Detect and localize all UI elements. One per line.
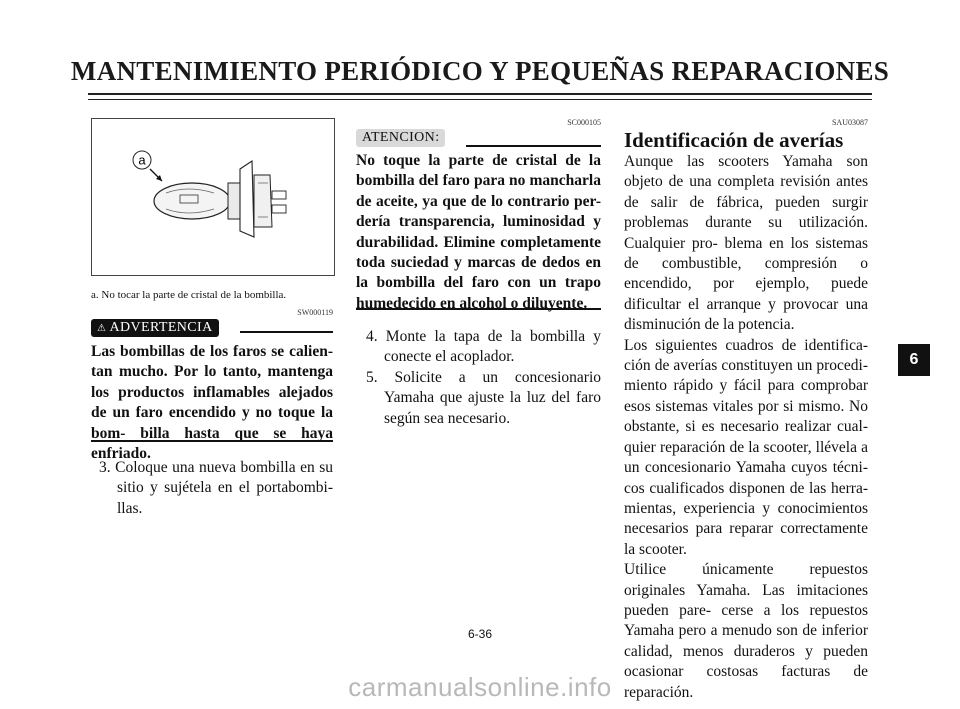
header-rule-thin [88, 99, 872, 100]
chapter-tab: 6 [898, 344, 930, 376]
section-code: SAU03087 [831, 118, 868, 127]
warning-badge-rule [240, 331, 333, 333]
warning-badge: ⚠ ADVERTENCIA [91, 319, 219, 337]
paragraph: Aunque las scooters Yamaha son objeto de… [624, 153, 868, 334]
list-item: 3. Coloque una nueva bombilla en su siti… [99, 459, 333, 517]
headlight-bulb-illustration: a [132, 150, 287, 238]
paragraph: Los siguientes cuadros de identifica- ci… [624, 336, 868, 558]
caution-badge-rule [466, 145, 601, 147]
headlight-bulb-figure: a [91, 118, 335, 276]
list-item: 5. Solicite a un concesionario Yamaha qu… [366, 368, 601, 427]
warning-code: SW000119 [297, 308, 333, 317]
page-title: MANTENIMIENTO PERIÓDICO Y PEQUEÑAS REPAR… [70, 56, 890, 86]
caution-code: SC000105 [567, 118, 601, 127]
caution-badge: ATENCION: [356, 129, 446, 147]
figure-caption: a. No tocar la parte de cristal de la bo… [91, 289, 287, 301]
left-steps-list: 3. Coloque una nueva bombilla en su siti… [99, 458, 333, 519]
caution-text: No toque la parte de cristal de la bombi… [356, 152, 601, 312]
callout-label-a: a [138, 153, 146, 168]
header-rule-thick [88, 93, 872, 95]
list-item: 4. Monte la tapa de la bombilla y conect… [366, 328, 601, 366]
page-number: 6-36 [467, 627, 493, 641]
warning-end-rule [91, 440, 333, 442]
warning-text: Las bombillas de los faros se calien- ta… [91, 343, 333, 463]
watermark: carmanualsonline.info [348, 672, 612, 702]
section-body: Aunque las scooters Yamaha son objeto de… [624, 152, 868, 703]
warning-badge-label: ADVERTENCIA [109, 320, 213, 335]
caution-end-rule [356, 308, 601, 310]
section-heading: Identificación de averías [624, 128, 844, 152]
warning-triangle-icon: ⚠ [97, 323, 107, 334]
paragraph: Utilice únicamente repuestos originales … [624, 561, 868, 701]
middle-steps-list: 4. Monte la tapa de la bombilla y conect… [366, 327, 601, 429]
